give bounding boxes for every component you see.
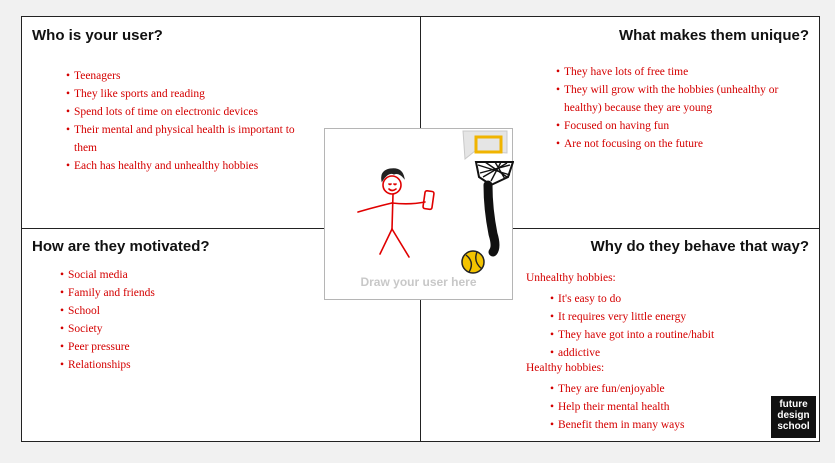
list-item: Help their mental health [550,398,790,416]
basketball-drawing [461,250,485,274]
quadrant-title-behave: Why do they behave that way? [590,238,809,255]
list-item: It's easy to do [550,290,790,308]
unhealthy-heading: Unhealthy hobbies: [526,272,616,284]
list-item: They like sports and reading [66,85,316,103]
list-item: Social media [60,266,310,284]
list-item-continuation: them [74,142,97,154]
list-item: Focused on having fun [556,117,806,135]
list-item: Spend lots of time on electronic devices [66,103,316,121]
unique-list: They have lots of free time They will gr… [556,63,806,153]
list-item: School [60,302,310,320]
list-item: Their mental and physical health is impo… [66,121,316,157]
list-item: Family and friends [60,284,310,302]
list-item: Relationships [60,356,310,374]
list-item-continuation: healthy) because they are young [564,102,713,114]
list-item: They are fun/enjoyable [550,380,790,398]
quadrant-title-unique: What makes them unique? [618,27,809,44]
unhealthy-list: It's easy to do It requires very little … [550,290,790,362]
list-item: Peer pressure [60,338,310,356]
list-item: It requires very little energy [550,308,790,326]
hair-drawing [381,168,405,183]
user-list: Teenagers They like sports and reading S… [66,67,316,175]
logo-line: design [777,410,810,421]
draw-user-box[interactable]: Draw your user here [324,128,514,300]
quadrant-title-user: Who is your user? [32,27,163,44]
draw-placeholder-label: Draw your user here [360,275,477,289]
list-item: They will grow with the hobbies (unhealt… [556,81,806,117]
list-item-text: Their mental and physical health is impo… [74,124,295,136]
quadrant-title-motivated: How are they motivated? [32,238,210,255]
list-item: Society [60,320,310,338]
logo-line: future [779,399,808,410]
future-design-school-logo: future design school [771,396,816,438]
list-item-text: They will grow with the hobbies (unhealt… [564,84,779,96]
empathy-board: Who is your user? Teenagers They like sp… [21,16,820,442]
user-drawing [357,130,514,274]
list-item: Benefit them in many ways [550,416,790,434]
list-item: Each has healthy and unhealthy hobbies [66,157,316,175]
basketball-hoop-drawing [462,130,514,257]
motivated-list: Social media Family and friends School S… [60,266,310,374]
list-item: Are not focusing on the future [556,135,806,153]
healthy-heading: Healthy hobbies: [526,362,605,374]
healthy-list: They are fun/enjoyable Help their mental… [550,380,790,434]
list-item: They have got into a routine/habit [550,326,790,344]
stick-figure-drawing [357,175,435,258]
list-item: They have lots of free time [556,63,806,81]
list-item: Teenagers [66,67,316,85]
logo-line: school [777,421,810,432]
list-item: addictive [550,344,790,362]
